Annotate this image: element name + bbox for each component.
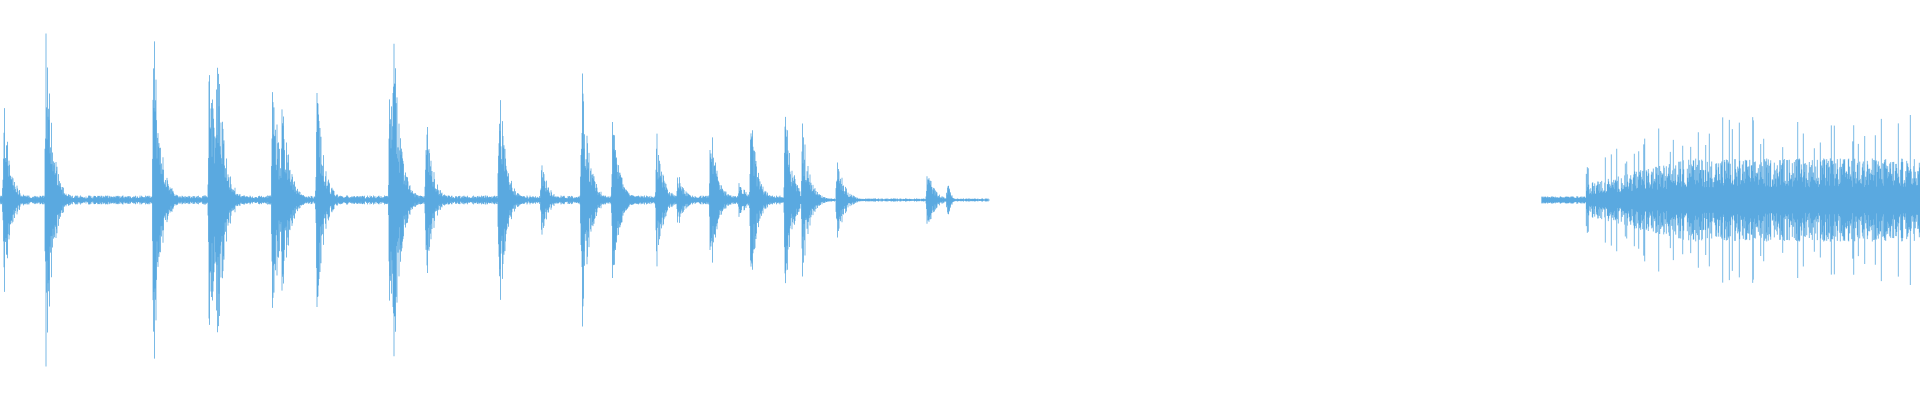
waveform-samples xyxy=(0,33,1920,367)
